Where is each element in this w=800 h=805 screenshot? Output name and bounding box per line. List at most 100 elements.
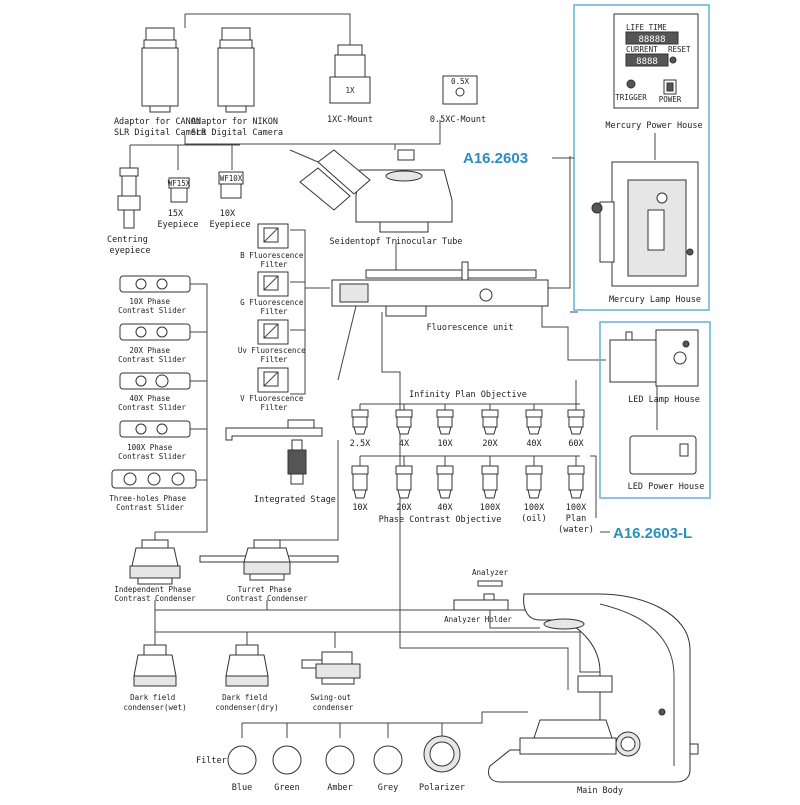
infinity-objective-label: 60X [568,439,584,449]
label-filter-grey: Grey [378,783,398,793]
code-mercury-kit: A16.2603 [463,150,528,167]
power-reset-label: RESET [668,45,691,54]
led-lamp-house: LED Lamp House [609,329,700,405]
infinity-objective-title: Infinity Plan Objective [409,390,527,400]
phase-objective: 10X [351,465,369,513]
darkfield-condenser-wet: Dark field condenser(wet) [123,644,187,712]
label-filter-amber: Amber [327,783,353,793]
phase-objective-label: 100X(oil) [521,503,547,524]
label-slider-10x: 10X Phase Contrast Slider [118,297,186,315]
power-lifetime-label: LIFE TIME [626,23,667,32]
infinity-objective-label: 2.5X [350,439,371,449]
infinity-objective: 20X [481,409,499,449]
power-trigger-label: TRIGGER [615,93,647,102]
label-centring-eyepiece: Centring eyepiece [107,235,153,256]
label-uv-filter: Uv Fluorescence Filter [238,346,310,364]
mercury-power-house: LIFE TIME 88888 CURRENT 8888 RESET TRIGG… [605,13,703,131]
eyepiece-15x-mark: WF15X [168,179,191,188]
mercury-lamp-house: Mercury Lamp House [591,161,701,305]
label-adaptor-nikon: Adaptor for NIKON SLR Digital Camera [191,117,283,138]
infinity-objective-label: 20X [482,439,498,449]
swingout-condenser: Swing-out condenser [301,651,361,712]
label-v-filter: V Fluorescence Filter [240,394,308,412]
lcd-current: 8888 [636,57,658,67]
filter-uv: Uv Fluorescence Filter [238,319,310,364]
label-analyzer-holder: Analyzer Holder [444,615,512,624]
filter-grey: Grey [373,745,403,793]
label-polarizer: Polarizer [419,783,465,793]
fluorescence-unit: Fluorescence unit [331,261,549,381]
label-mercury-lamp-house: Mercury Lamp House [609,295,701,305]
label-g-filter: G Fluorescence Filter [240,298,308,316]
label-05xc-mount: 0.5XC-Mount [430,115,486,125]
label-10x-eyepiece: 10X Eyepiece [210,209,251,230]
phase-objective-label: 10X [352,503,368,513]
phase-objective: 100X(oil) [521,465,547,524]
mount-1x: 1X 1XC-Mount [327,44,373,125]
infinity-objectives: 2.5X 4X 10X 20X 40X 60X [350,409,585,449]
label-mercury-power-house: Mercury Power House [605,121,702,131]
led-kit-frame [599,321,711,499]
eyepiece-15x: WF15X 15X Eyepiece [158,177,199,230]
label-slider-20x: 20X Phase Contrast Slider [118,346,186,364]
turret-condenser: Turret Phase Contrast Condenser [199,539,339,603]
analyzer: Analyzer [472,568,509,587]
trinocular-tube: Seidentopf Trinocular Tube [299,149,463,247]
power-power-label: POWER [659,95,682,104]
adaptor-canon: Adaptor for CANON SLR Digital Camera [114,27,206,138]
infinity-objective-label: 4X [399,439,410,449]
label-main-body: Main Body [577,786,623,796]
label-turret-condenser: Turret Phase Contrast Condenser [226,585,308,603]
infinity-objective: 2.5X [350,409,371,449]
phase-objective-title: Phase Contrast Objective [379,515,502,525]
mount-1x-mark: 1X [345,86,355,95]
infinity-objective-label: 10X [437,439,453,449]
analyzer-holder: Analyzer Holder [444,593,512,624]
filter-heading: Filter [196,756,227,766]
slider-100x: 100X Phase Contrast Slider [118,420,191,461]
infinity-objective: 40X [525,409,543,449]
label-15x-eyepiece: 15X Eyepiece [158,209,199,230]
label-1xc-mount: 1XC-Mount [327,115,373,125]
filter-v: V Fluorescence Filter [240,367,308,412]
slider-10x: 10X Phase Contrast Slider [118,275,191,315]
label-adaptor-canon: Adaptor for CANON SLR Digital Camera [114,117,206,138]
infinity-objective-label: 40X [526,439,542,449]
phase-objective-label: 40X [437,503,453,513]
main-body: Main Body [487,593,699,796]
label-analyzer: Analyzer [472,568,509,577]
independent-condenser: Independent Phase Contrast Condenser [114,539,196,603]
filter-green: Green [272,745,302,793]
filter-amber: Amber [325,745,355,793]
label-slider-100x: 100X Phase Contrast Slider [118,443,186,461]
phase-objective: 40X [436,465,454,513]
label-darkfield-wet: Dark field condenser(wet) [123,693,186,712]
integrated-stage: Integrated Stage [225,419,336,505]
label-filter-blue: Blue [232,783,252,793]
lcd-lifetime: 88888 [638,35,665,45]
filter-g: G Fluorescence Filter [240,271,308,316]
centring-eyepiece: Centring eyepiece [107,167,153,256]
label-led-power-house: LED Power House [628,482,705,492]
infinity-objective: 60X [567,409,585,449]
label-slider-40x: 40X Phase Contrast Slider [118,394,186,412]
eyepiece-10x: WF10X 10X Eyepiece [210,171,251,230]
label-filter-green: Green [274,783,300,793]
label-swingout-condenser: Swing-out condenser [310,693,355,712]
label-integrated-stage: Integrated Stage [254,495,336,505]
slider-20x: 20X Phase Contrast Slider [118,323,191,364]
label-b-filter: B Fluorescence Filter [240,251,308,269]
darkfield-condenser-dry: Dark field condenser(dry) [215,644,279,712]
infinity-objective: 10X [436,409,454,449]
label-slider-three-holes: Three-holes Phase Contrast Slider [109,494,190,512]
code-led-kit: A16.2603-L [613,525,692,542]
label-darkfield-dry: Dark field condenser(dry) [215,693,278,712]
led-power-house: LED Power House [628,435,705,492]
phase-objective-label: 100X [480,503,501,513]
eyepiece-10x-mark: WF10X [220,174,243,183]
